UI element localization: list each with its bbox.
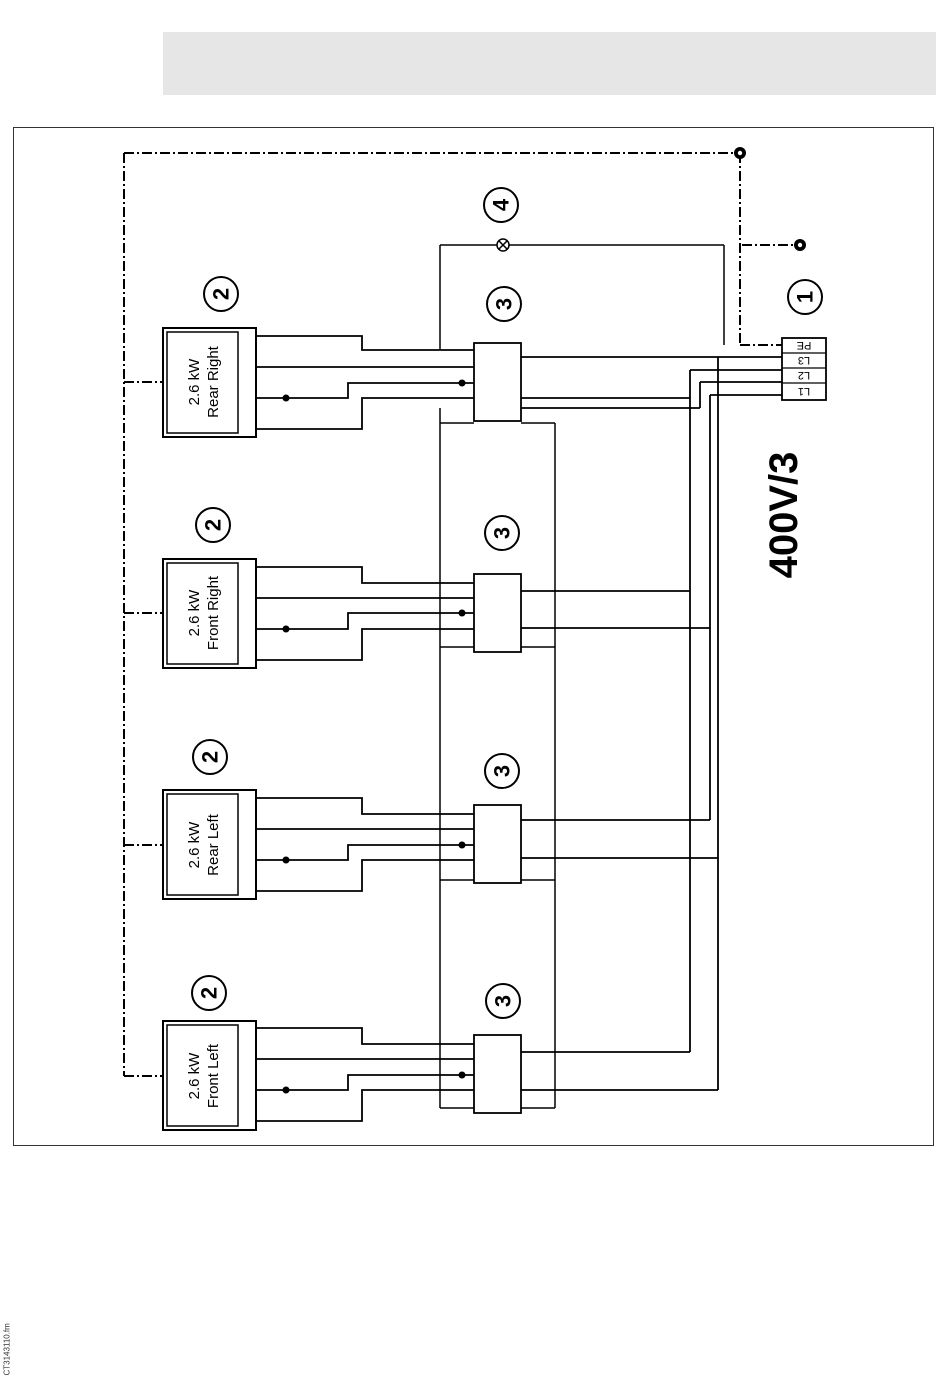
hob-position-label: Front Left — [205, 1043, 222, 1108]
energy-regulator-switch — [474, 1035, 521, 1113]
earth-screw-icon — [734, 147, 746, 159]
terminal-label-pe: PE — [797, 339, 812, 351]
hob-position-label: Rear Right — [205, 345, 222, 418]
svg-text:2: 2 — [198, 751, 223, 763]
svg-text:4: 4 — [489, 198, 514, 211]
hob-rear-right: 2.6 kW Rear Right — [163, 328, 256, 437]
terminal-label-l1: L1 — [798, 385, 810, 397]
hob-front-left: 2.6 kW Front Left — [163, 1021, 256, 1130]
callout-terminal: 1 — [788, 280, 822, 314]
callout-lamp: 4 — [484, 188, 518, 222]
svg-text:3: 3 — [490, 765, 515, 777]
lamp-circuit — [440, 245, 724, 350]
svg-text:2: 2 — [197, 987, 222, 999]
junction-dots — [283, 380, 466, 1094]
callout-hob: 2 — [192, 976, 226, 1010]
callout-hob: 2 — [196, 508, 230, 542]
supply-lines — [521, 357, 782, 1090]
hob-front-right: 2.6 kW Front Right — [163, 559, 256, 668]
hob-position-label: Rear Left — [205, 813, 222, 876]
svg-text:3: 3 — [490, 527, 515, 539]
hob-power-label: 2.6 kW — [186, 821, 203, 869]
earth-screw-icon — [794, 239, 806, 251]
svg-text:3: 3 — [491, 995, 516, 1007]
indicator-lamp-icon — [497, 239, 509, 251]
hob-wiring — [255, 336, 474, 1121]
callout-switch: 3 — [486, 984, 520, 1018]
callout-hob: 2 — [193, 740, 227, 774]
callout-switch: 3 — [485, 754, 519, 788]
footer-document-code: CT3143110.fm — [3, 1306, 12, 1376]
svg-text:1: 1 — [793, 291, 818, 303]
callout-switch: 3 — [485, 516, 519, 550]
energy-regulator-switch — [474, 343, 521, 421]
callout-switch: 3 — [487, 287, 521, 321]
callout-hob: 2 — [204, 277, 238, 311]
hob-rear-left: 2.6 kW Rear Left — [163, 790, 256, 899]
svg-text:3: 3 — [492, 298, 517, 310]
terminal-label-l2: L2 — [798, 369, 810, 381]
energy-regulator-switch — [474, 574, 521, 652]
energy-regulator-switch — [474, 805, 521, 883]
svg-text:2: 2 — [209, 288, 234, 300]
voltage-label: 400V/3 — [762, 452, 806, 579]
hob-power-label: 2.6 kW — [186, 1052, 203, 1100]
hob-position-label: Front Right — [205, 575, 222, 650]
terminal-block: PE L3 L2 L1 — [782, 338, 826, 400]
terminal-label-l3: L3 — [798, 354, 810, 366]
hob-power-label: 2.6 kW — [186, 358, 203, 406]
svg-text:2: 2 — [201, 519, 226, 531]
hob-power-label: 2.6 kW — [186, 589, 203, 637]
